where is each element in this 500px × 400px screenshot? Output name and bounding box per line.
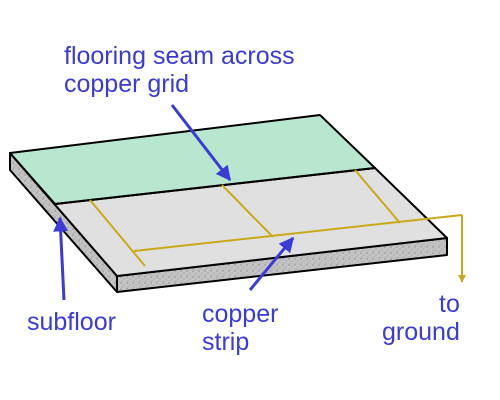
copper-strip-label-line-1: copper xyxy=(202,300,279,328)
copper-strip-vertical-2 xyxy=(221,184,274,238)
copper-strip-label-line-2: strip xyxy=(202,328,250,356)
flooring-seam xyxy=(54,167,376,205)
to-ground-label-line-1: to xyxy=(439,290,460,318)
to-ground-label-line-2: ground xyxy=(382,318,460,346)
copper-strip-vertical-3 xyxy=(354,169,401,224)
seam-arrow xyxy=(170,104,232,182)
copper-strip-label: copper strip xyxy=(202,300,278,356)
subfloor-label-line-1: subfloor xyxy=(27,308,116,336)
seam-label: flooring seam across copper grid xyxy=(64,42,295,98)
copper-strip-horizontal xyxy=(133,214,463,252)
subfloor-label: subfloor xyxy=(27,308,116,336)
copper-grid xyxy=(89,169,466,283)
to-ground-label: to ground xyxy=(382,290,460,346)
subfloor-arrow xyxy=(53,216,69,301)
seam-label-line-2: copper grid xyxy=(64,70,190,98)
copper-strip-arrow xyxy=(248,236,295,291)
copper-strip-vertical-1 xyxy=(89,199,146,267)
seam-label-line-1: flooring seam across xyxy=(64,42,295,70)
